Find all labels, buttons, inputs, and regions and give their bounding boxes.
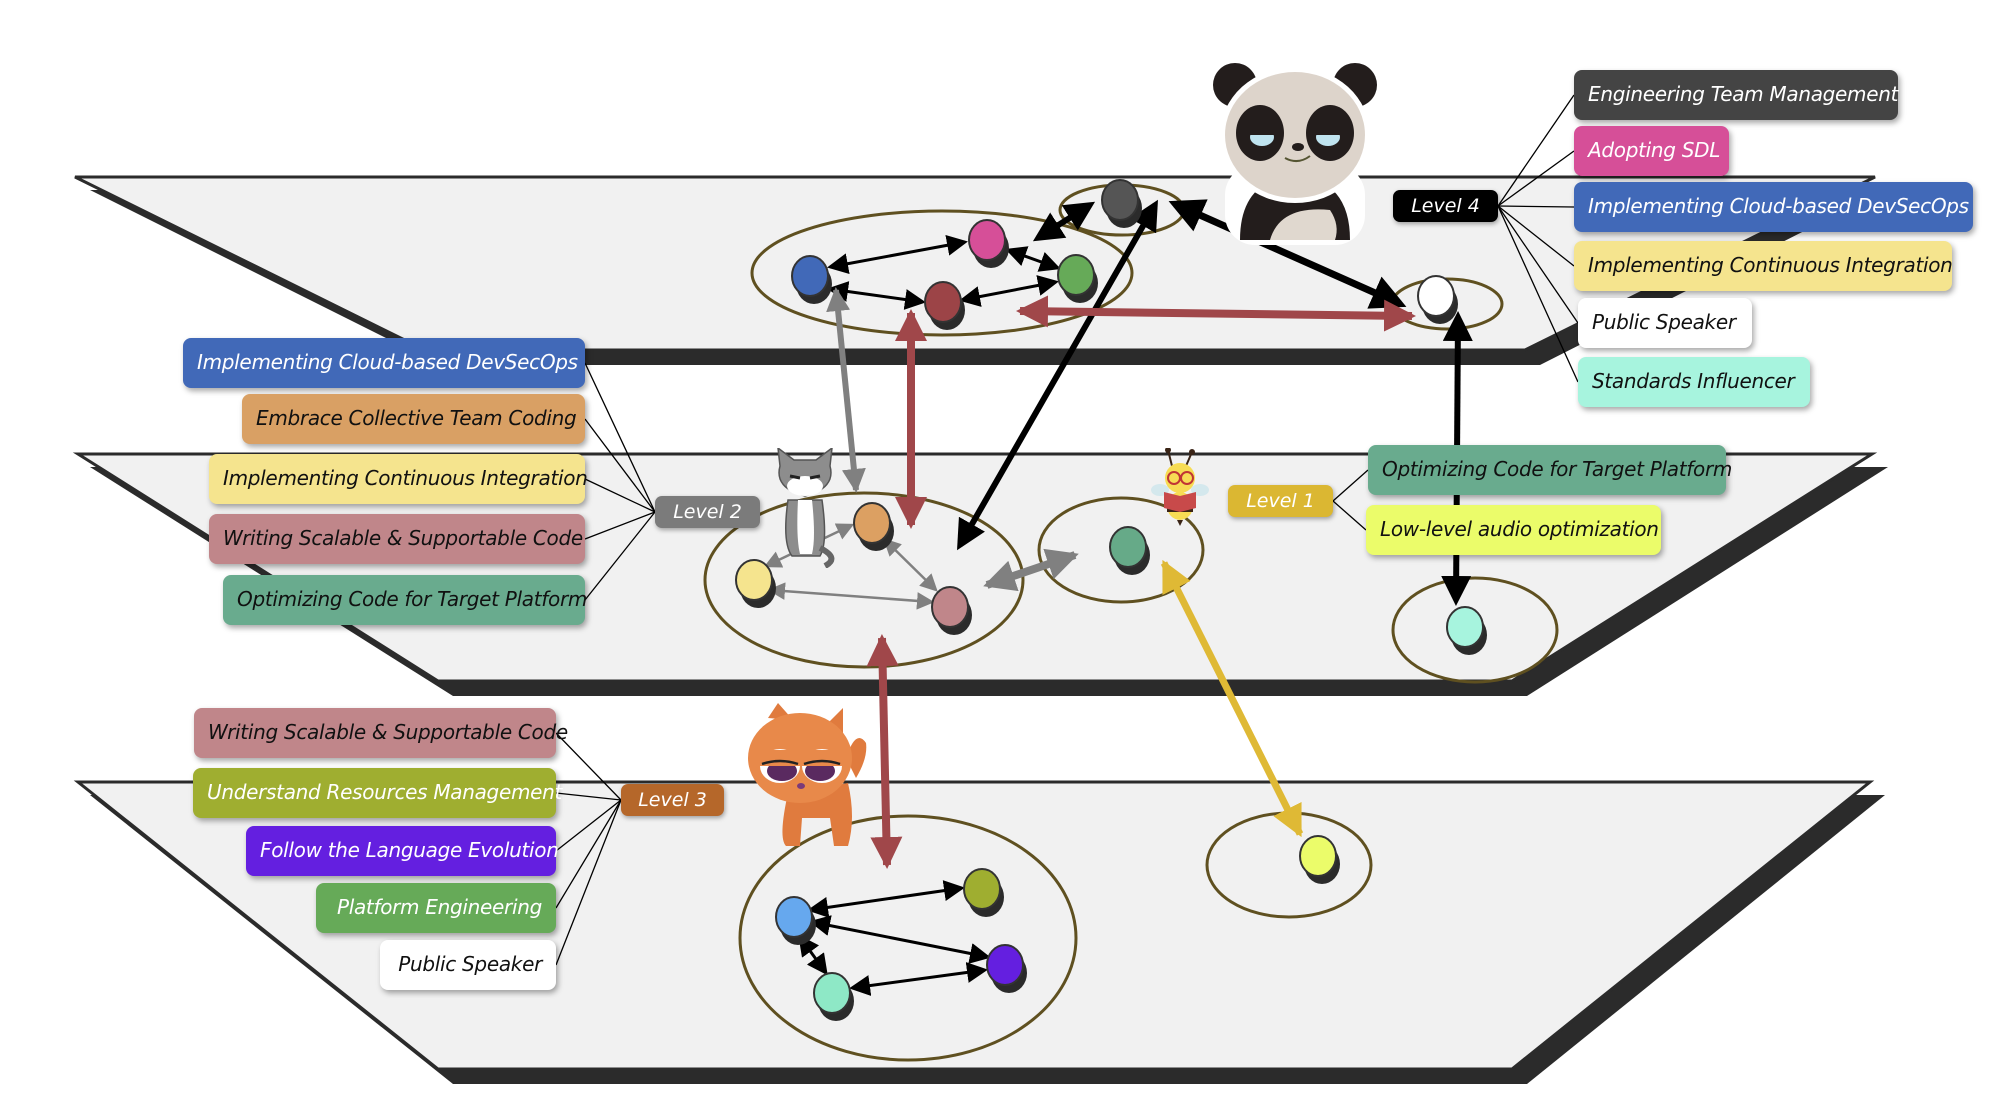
level-1-badge: Level 1 [1228, 485, 1333, 517]
level4-skill-tag: Implementing Continuous Integration [1574, 241, 1953, 291]
level3-skill-connector [555, 799, 622, 966]
relation-arrow [883, 538, 938, 592]
skill-node-l4-blue [791, 255, 832, 304]
level2-skill-tag: Implementing Continuous Integration [209, 454, 588, 504]
level3-skill-tag: Public Speaker [380, 940, 556, 990]
level3-skill-tag: Platform Engineering [316, 883, 556, 933]
skill-node-l2-yellow [735, 559, 776, 608]
cluster-ring-l3 [738, 814, 1078, 1062]
level2-skill-connector [584, 362, 656, 513]
level3-skill-connector [555, 799, 622, 909]
relation-arrow [866, 634, 903, 869]
level-3-badge: Level 3 [621, 784, 724, 816]
skill-node-l2-rose [931, 586, 972, 635]
skill-node-l4b-mint [1446, 606, 1487, 655]
bee-mascot-icon [1151, 448, 1209, 526]
relation-arrow [826, 287, 866, 493]
relation-arrow [957, 199, 1158, 551]
level1-skill-tag: Low-level audio optimization [1366, 505, 1661, 555]
relation-arrow [1168, 199, 1407, 309]
level4-skill-tag: Implementing Cloud-based DevSecOps [1574, 182, 1973, 232]
level1-skill-connector [1332, 500, 1367, 531]
level3-skill-tag: Writing Scalable & Supportable Code [194, 708, 568, 758]
relation-arrow [827, 234, 968, 275]
skill-node-l1-teal [1109, 526, 1150, 575]
relation-arrow [809, 915, 991, 964]
level2-skill-connector [584, 511, 656, 601]
level1-skill-connector [1332, 469, 1369, 502]
level4-skill-tag: Adopting SDL [1574, 126, 1729, 176]
relation-arrow [849, 962, 988, 996]
level-2-badge: Level 2 [655, 496, 760, 528]
level3-skill-connector [555, 799, 622, 852]
level3-skill-tag: Follow the Language Evolution [246, 826, 559, 876]
skill-node-l3-olive [963, 868, 1004, 917]
level2-skill-tag: Embrace Collective Team Coding [242, 394, 585, 444]
level4-skill-connector [1497, 205, 1575, 208]
skill-node-l4-grey [1101, 179, 1142, 228]
grey-cat-mascot-icon [777, 448, 835, 568]
level1-skill-tag: Optimizing Code for Target Platform [1368, 445, 1732, 495]
level4-skill-connector [1497, 205, 1579, 383]
level2-skill-tag: Implementing Cloud-based DevSecOps [183, 338, 585, 388]
level3-skill-connector [555, 792, 622, 801]
skill-node-l4-pink [968, 219, 1009, 268]
skill-node-l3-blue [775, 896, 816, 945]
skill-node-l4-white [1417, 275, 1458, 324]
level4-skill-tag: Standards Influencer [1578, 357, 1810, 407]
panda-mascot-icon [1213, 63, 1377, 245]
skill-node-l4-green [1057, 254, 1098, 303]
level2-skill-connector [584, 478, 656, 513]
level4-skill-connector [1497, 205, 1575, 267]
level-4-badge: Level 4 [1393, 190, 1498, 222]
level4-skill-connector [1497, 94, 1575, 207]
skill-node-l3-purple [986, 944, 1027, 993]
skill-node-l4-red [924, 281, 965, 330]
skill-node-l1-yellow [1299, 835, 1340, 884]
level4-skill-tag: Public Speaker [1578, 298, 1752, 348]
relation-arrow [807, 880, 965, 918]
relation-arrow [983, 548, 1079, 592]
level2-skill-tag: Writing Scalable & Supportable Code [209, 514, 585, 564]
cluster-ring-l4-mint [1391, 576, 1559, 684]
level3-skill-tag: Understand Resources Management [193, 768, 562, 818]
relation-arrow [1016, 295, 1416, 332]
skill-node-l3-mint [813, 972, 854, 1021]
orange-cat-mascot-icon [748, 703, 867, 846]
level4-skill-tag: Engineering Team Management [1574, 70, 1898, 120]
level4-skill-connector [1497, 205, 1579, 324]
skill-node-l2-orange [853, 502, 894, 551]
relation-arrow [1160, 559, 1304, 838]
relation-arrow [767, 582, 935, 610]
level2-skill-tag: Optimizing Code for Target Platform [223, 575, 587, 625]
level2-skill-connector [584, 418, 656, 513]
level3-skill-connector [555, 732, 622, 801]
level2-skill-connector [584, 511, 656, 540]
level4-skill-connector [1497, 150, 1575, 207]
